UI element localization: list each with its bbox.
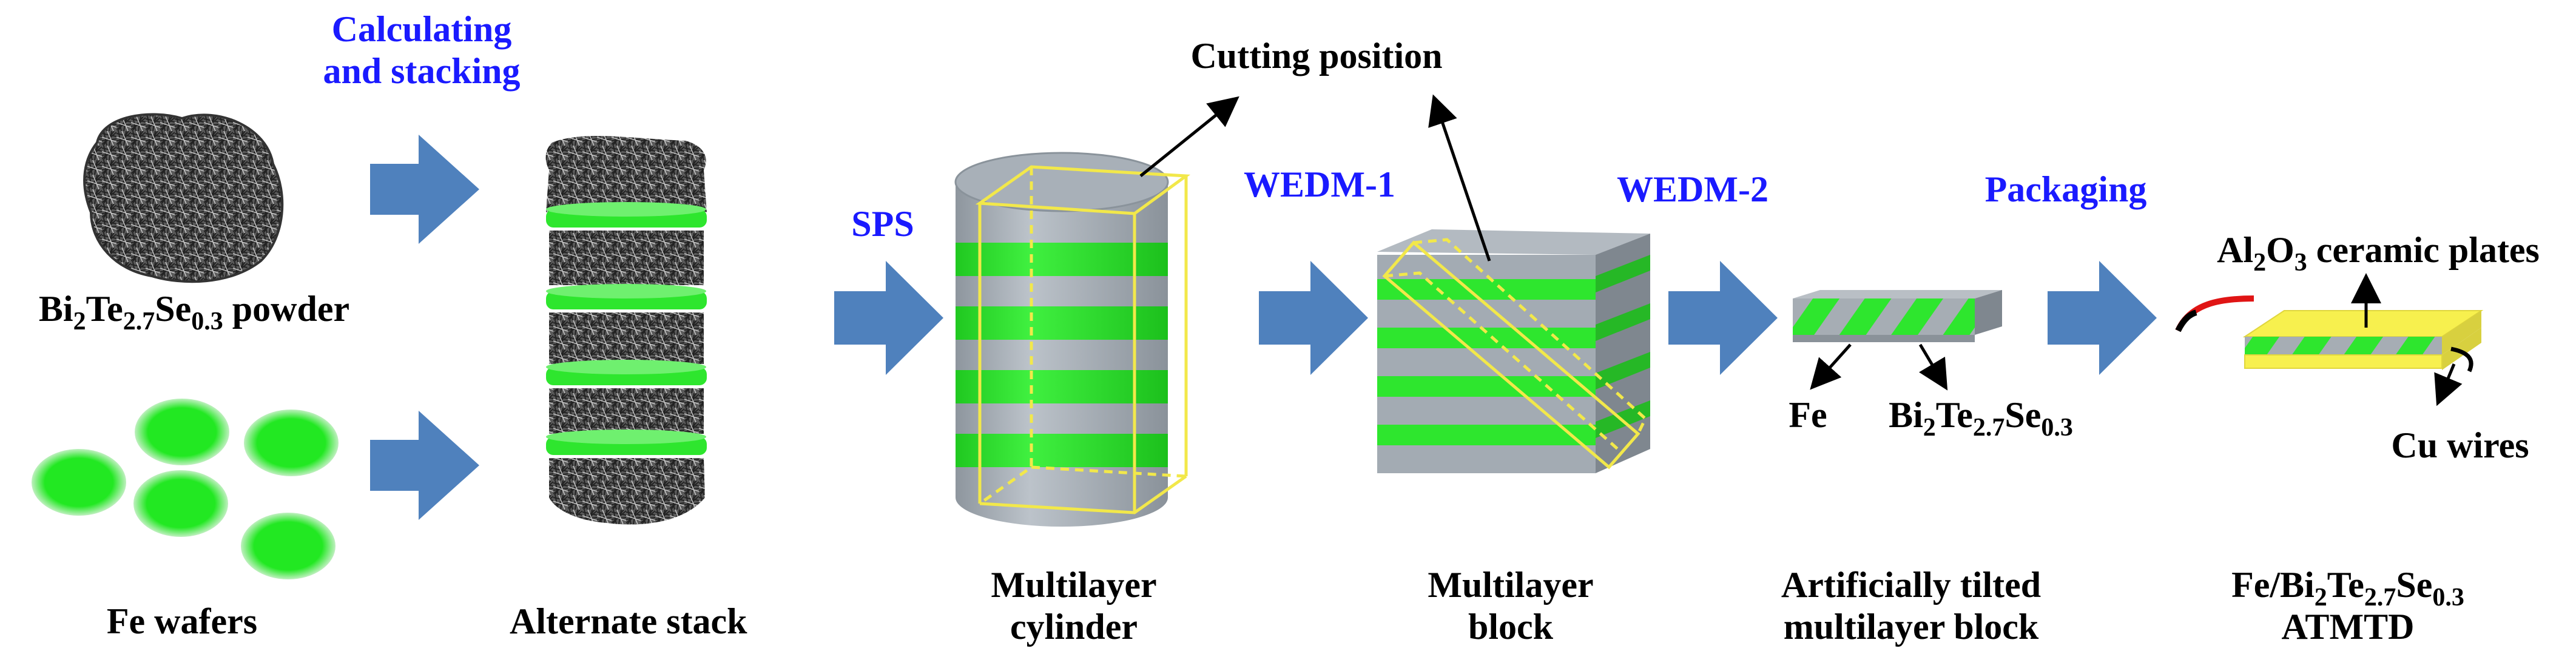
step-calculating-line1: Calculating bbox=[331, 9, 512, 49]
multilayer-block-label: Multilayer block bbox=[1395, 564, 1626, 648]
fe-wafers-label: Fe wafers bbox=[106, 601, 258, 641]
arrow-icon bbox=[1668, 261, 1778, 375]
step-sps: SPS bbox=[851, 204, 914, 244]
block-label-line2: block bbox=[1468, 607, 1554, 647]
step-calculating-line2: and stacking bbox=[323, 51, 521, 91]
tilted-block-label: Artificially tilted multilayer block bbox=[1747, 564, 2075, 648]
cylinder-label-line1: Multilayer bbox=[991, 565, 1157, 605]
arrow-icon bbox=[1259, 261, 1368, 375]
arrow-icon bbox=[834, 261, 943, 375]
arrow-icon bbox=[2048, 261, 2157, 375]
ceramic-plates-label: Al2O3 ceramic plates bbox=[2217, 230, 2540, 277]
arrow-icon bbox=[370, 411, 479, 520]
powder-label: Bi2Te2.7Se0.3 powder bbox=[38, 289, 350, 336]
cu-wires-label: Cu wires bbox=[2391, 425, 2529, 465]
process-arrows bbox=[370, 135, 2157, 520]
atmtd-formula: Fe/Bi2Te2.7Se0.3 bbox=[2231, 565, 2464, 612]
bite-label: Bi2Te2.7Se0.3 bbox=[1889, 395, 2073, 442]
fe-label: Fe bbox=[1789, 395, 1827, 435]
multilayer-block-image bbox=[1377, 94, 1650, 473]
multilayer-cylinder-image bbox=[954, 96, 1239, 527]
fe-wafers-image bbox=[32, 399, 339, 579]
cylinder-label-line2: cylinder bbox=[1010, 607, 1138, 647]
atmtd-label: Fe/Bi2Te2.7Se0.3 ATMTD bbox=[2196, 564, 2500, 648]
alternate-stack-image bbox=[545, 136, 707, 525]
tilted-label-line1: Artificially tilted bbox=[1781, 565, 2042, 605]
step-wedm2: WEDM-2 bbox=[1617, 169, 1768, 209]
atmtd-device-image bbox=[2175, 273, 2484, 406]
arrow-icon bbox=[370, 135, 479, 244]
step-calculating: Calculating and stacking bbox=[306, 8, 537, 92]
step-packaging: Packaging bbox=[1984, 169, 2147, 209]
atmtd-name: ATMTD bbox=[2281, 607, 2415, 647]
tilted-label-line2: multilayer block bbox=[1783, 607, 2039, 647]
alternate-stack-label: Alternate stack bbox=[510, 601, 747, 641]
cutting-position-label: Cutting position bbox=[1190, 36, 1443, 76]
tilted-block-image bbox=[1793, 290, 2002, 391]
powder-image bbox=[83, 113, 284, 283]
step-wedm1: WEDM-1 bbox=[1244, 164, 1395, 204]
multilayer-cylinder-label: Multilayer cylinder bbox=[959, 564, 1189, 648]
block-label-line1: Multilayer bbox=[1428, 565, 1594, 605]
